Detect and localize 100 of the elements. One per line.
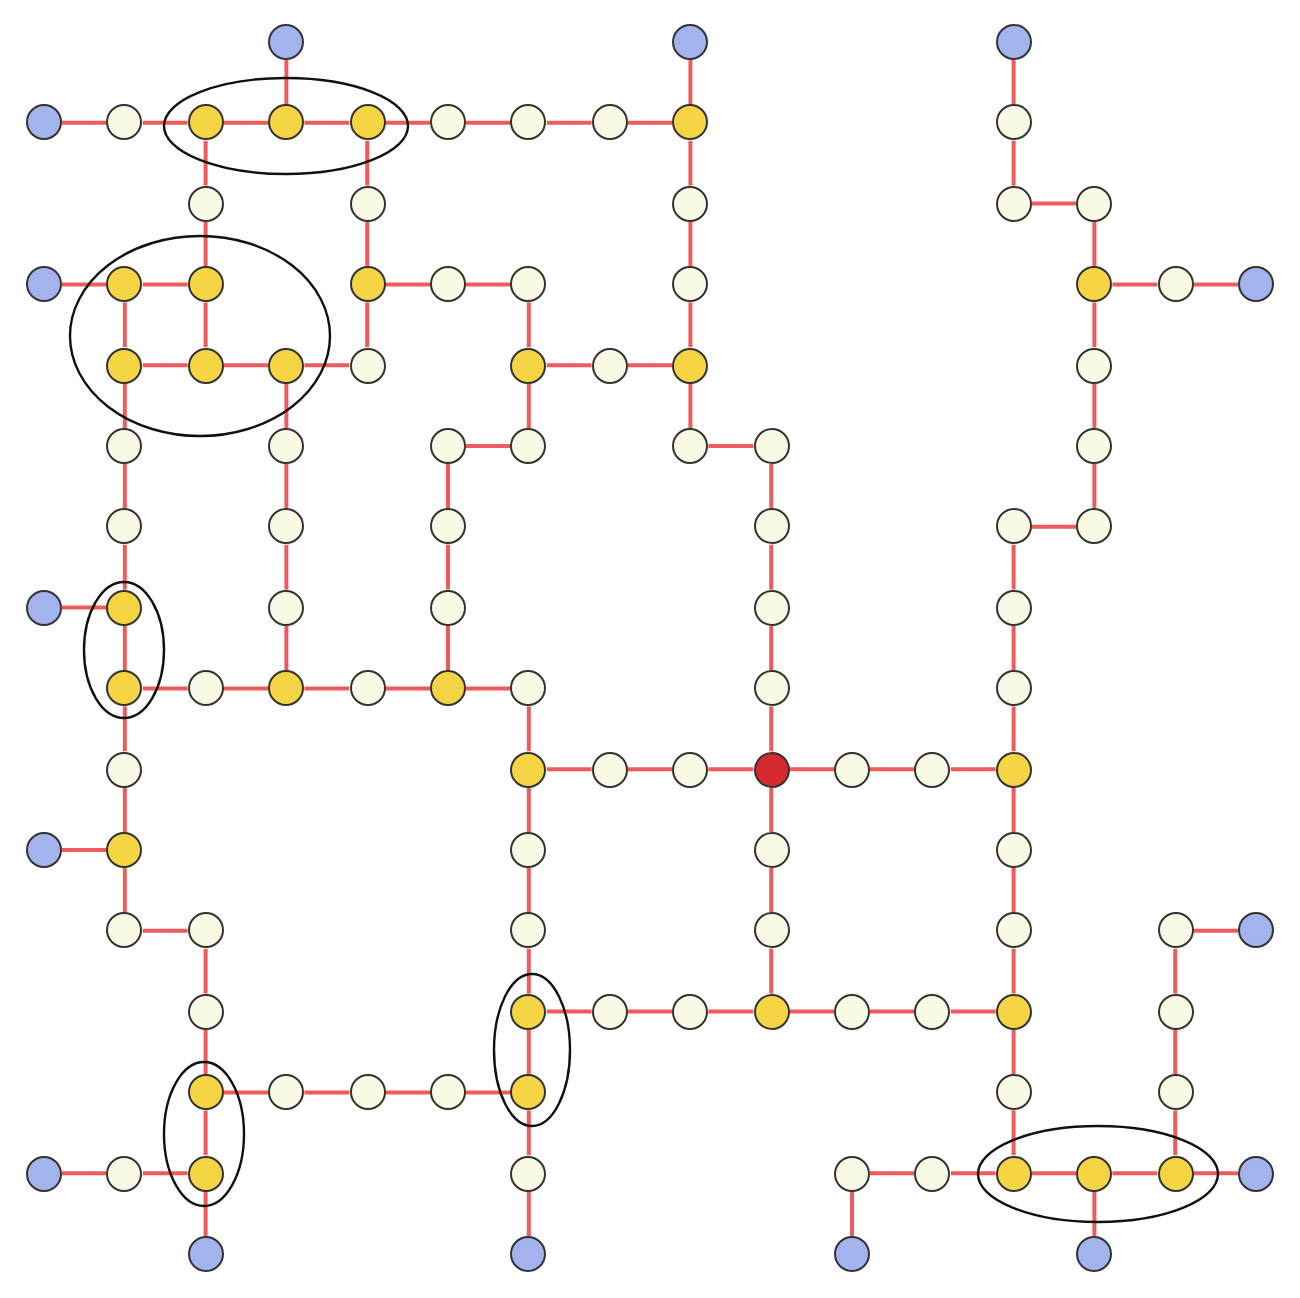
circle-node bbox=[995, 24, 1032, 60]
connector-line bbox=[466, 120, 511, 125]
circle-node bbox=[1076, 1155, 1113, 1192]
connector-line bbox=[1011, 1110, 1016, 1156]
circle-node bbox=[995, 185, 1032, 222]
circle-node bbox=[430, 589, 466, 626]
circle-node bbox=[430, 508, 466, 545]
connector-line bbox=[203, 221, 208, 267]
connector-line bbox=[1193, 282, 1238, 287]
connector-line bbox=[526, 302, 531, 348]
circle-node bbox=[349, 1074, 386, 1111]
circle-node bbox=[1157, 1074, 1194, 1111]
connector-line bbox=[122, 625, 127, 671]
connector-line bbox=[769, 544, 774, 590]
circle-node bbox=[914, 993, 951, 1030]
connector-line bbox=[223, 120, 269, 125]
connector-line bbox=[769, 948, 774, 994]
connector-line bbox=[789, 1009, 834, 1014]
circle-node bbox=[1076, 508, 1113, 545]
connector-line bbox=[365, 140, 370, 186]
connector-line bbox=[627, 363, 673, 368]
connector-line bbox=[122, 383, 127, 428]
circle-node bbox=[914, 751, 951, 788]
connector-line bbox=[62, 282, 107, 287]
connector-line bbox=[203, 302, 208, 348]
connector-line bbox=[1173, 1029, 1178, 1075]
connector-line bbox=[62, 848, 107, 852]
circle-node bbox=[187, 1074, 224, 1111]
circle-node bbox=[834, 751, 870, 788]
connector-line bbox=[950, 1009, 996, 1014]
circle-node bbox=[591, 751, 628, 788]
circle-node bbox=[1157, 912, 1194, 949]
circle-node bbox=[753, 670, 790, 707]
circle-node bbox=[187, 912, 224, 949]
circle-node bbox=[510, 751, 547, 788]
connector-line bbox=[122, 302, 127, 348]
connector-line bbox=[1011, 787, 1016, 832]
circle-node bbox=[834, 1236, 870, 1272]
circle-node bbox=[834, 1155, 870, 1192]
circle-node bbox=[510, 1236, 547, 1272]
connector-line bbox=[385, 686, 430, 691]
circle-node bbox=[914, 1155, 951, 1192]
circle-node bbox=[187, 185, 224, 222]
circle-node bbox=[672, 104, 709, 141]
circle-node bbox=[349, 347, 386, 384]
connector-line bbox=[526, 787, 531, 832]
connector-line bbox=[446, 464, 450, 509]
circle-node bbox=[1238, 1155, 1274, 1192]
connector-line bbox=[708, 444, 754, 448]
circle-node bbox=[510, 266, 547, 303]
connector-line bbox=[62, 120, 107, 125]
connector-line bbox=[708, 767, 754, 772]
circle-node bbox=[106, 266, 143, 303]
circle-node bbox=[187, 347, 224, 384]
connector-line bbox=[223, 1090, 269, 1095]
connector-line bbox=[223, 363, 269, 368]
circle-node bbox=[834, 993, 870, 1030]
connector-line bbox=[1031, 201, 1077, 206]
connector-line bbox=[122, 787, 127, 832]
connector-line bbox=[688, 140, 693, 186]
circle-node bbox=[26, 832, 62, 868]
connector-line bbox=[870, 767, 915, 772]
connector-line bbox=[526, 706, 531, 752]
circle-node bbox=[995, 832, 1032, 868]
connector-line bbox=[203, 1110, 208, 1156]
circle-node bbox=[672, 751, 709, 788]
connector-line bbox=[870, 1009, 915, 1014]
connector-line bbox=[365, 302, 370, 348]
circle-node bbox=[268, 589, 305, 626]
connector-line bbox=[769, 706, 774, 752]
connector-line bbox=[304, 686, 350, 691]
connector-line bbox=[284, 544, 289, 590]
circle-node bbox=[510, 1155, 547, 1192]
connector-line bbox=[870, 1171, 915, 1176]
connector-line bbox=[284, 383, 289, 428]
circle-node bbox=[1076, 266, 1113, 303]
connector-line bbox=[446, 625, 450, 671]
circle-node bbox=[106, 751, 143, 788]
circle-node bbox=[106, 347, 143, 384]
circle-node bbox=[1157, 1155, 1194, 1192]
circle-node bbox=[672, 185, 709, 222]
circle-node bbox=[753, 993, 790, 1030]
connector-line bbox=[446, 544, 450, 590]
connector-line bbox=[122, 868, 127, 913]
circle-node bbox=[510, 428, 547, 464]
circle-node bbox=[187, 670, 224, 707]
connector-line bbox=[385, 120, 430, 125]
circle-node bbox=[268, 104, 305, 141]
connector-line bbox=[385, 282, 430, 287]
connector-line bbox=[466, 444, 511, 448]
connector-line bbox=[385, 1090, 430, 1095]
connector-line bbox=[526, 383, 531, 428]
connector-line bbox=[203, 1191, 208, 1236]
circle-node bbox=[106, 508, 143, 545]
connector-line bbox=[142, 686, 188, 691]
connector-line bbox=[122, 706, 127, 752]
circle-node bbox=[26, 104, 62, 141]
connector-line bbox=[62, 605, 107, 610]
connector-line bbox=[284, 625, 289, 671]
connector-line bbox=[1092, 302, 1097, 348]
